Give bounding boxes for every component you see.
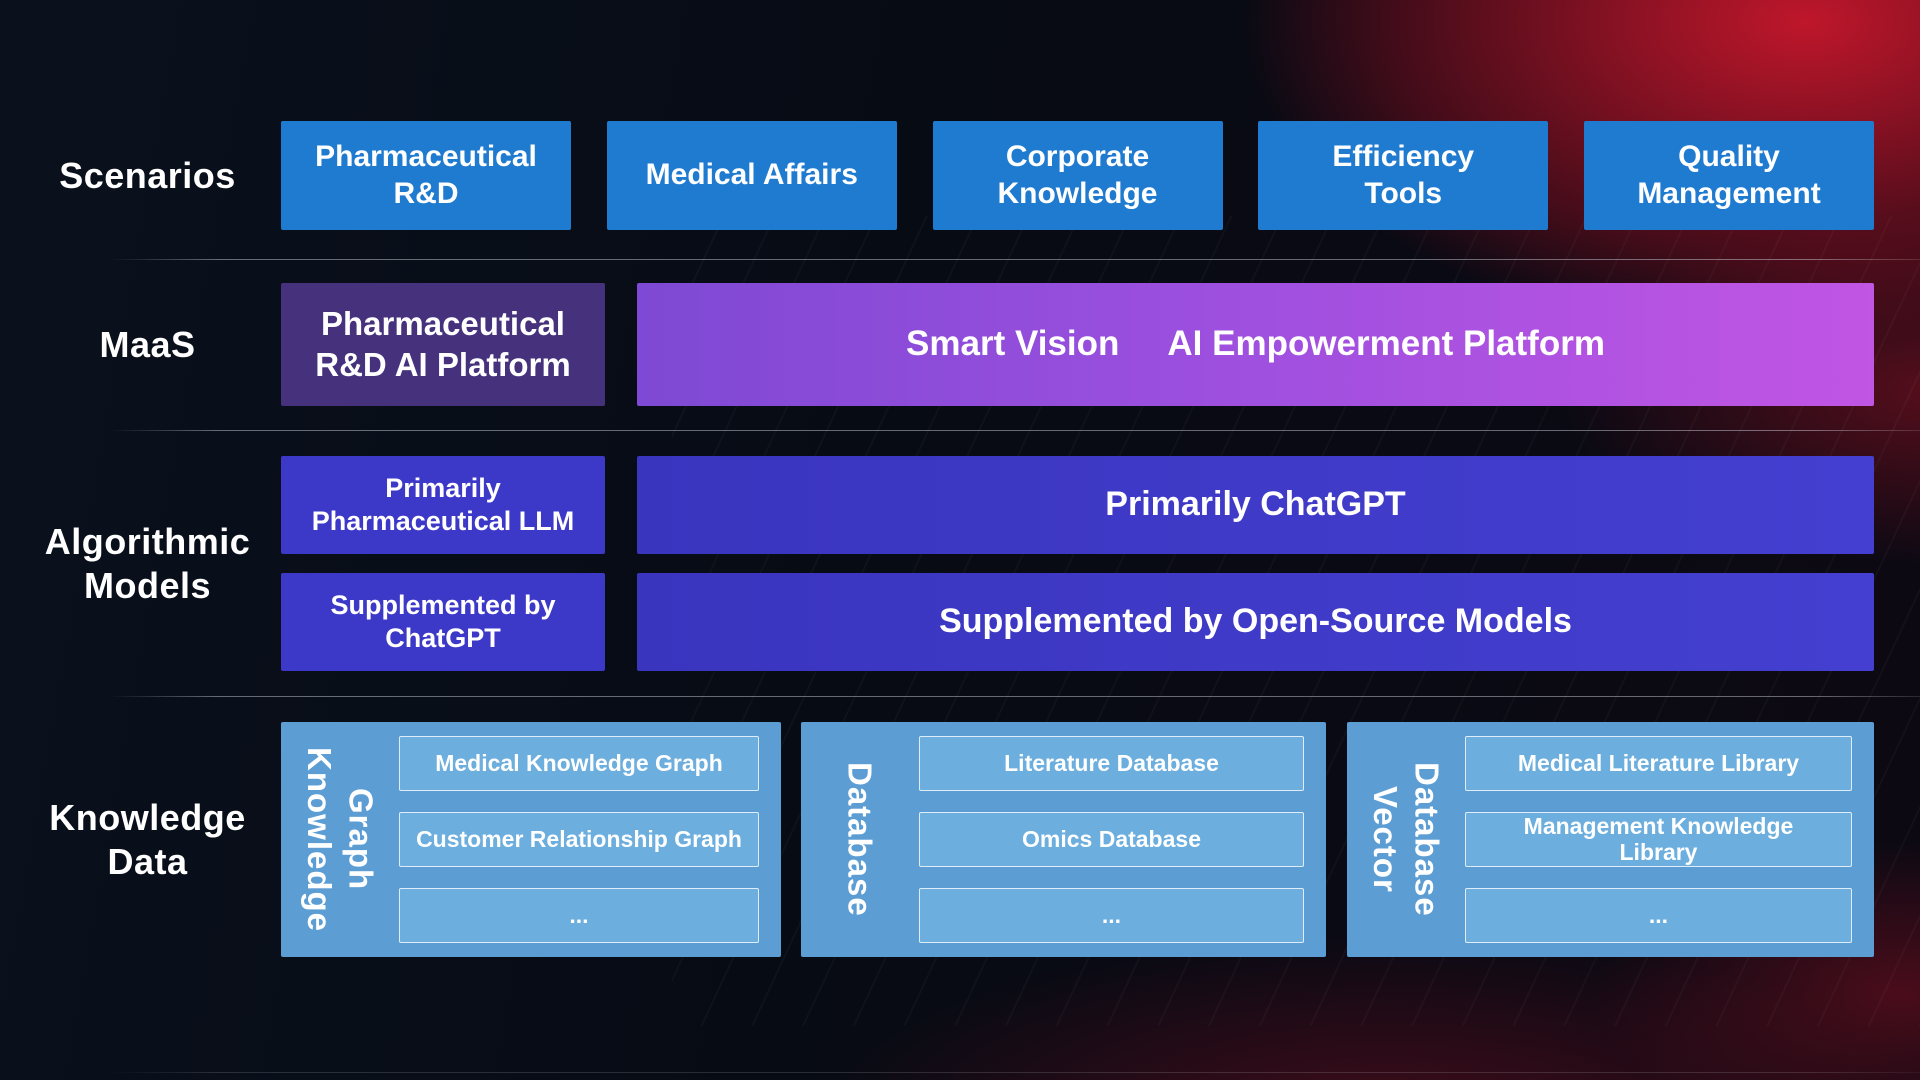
row-divider-maas [110, 430, 1920, 431]
vector-database-items: Medical Literature Library Management Kn… [1465, 722, 1874, 957]
primarily-pharma-llm-box: Primarily Pharmaceutical LLM [281, 456, 605, 554]
vector-database-more-item: ... [1465, 888, 1852, 943]
knowledge-graph-more-item: ... [399, 888, 759, 943]
medical-literature-library-item: Medical Literature Library [1465, 736, 1852, 791]
row-divider-models [110, 696, 1920, 697]
database-more-item: ... [919, 888, 1304, 943]
literature-database-item: Literature Database [919, 736, 1304, 791]
supplemented-chatgpt-box: Supplemented by ChatGPT [281, 573, 605, 671]
scenario-box-medical-affairs: Medical Affairs [606, 121, 897, 230]
ai-empowerment-platform-box: Smart Vision AI Empowerment Platform [637, 283, 1874, 406]
primarily-chatgpt-box: Primarily ChatGPT [637, 456, 1874, 554]
database-title: Database [841, 762, 879, 917]
platform-title-text: AI Empowerment Platform [1167, 324, 1605, 364]
maas-row-label: MaaS [99, 323, 196, 365]
supplemented-open-source-box: Supplemented by Open-Source Models [637, 573, 1874, 671]
customer-relationship-graph-item: Customer Relationship Graph [399, 812, 759, 867]
scenario-box-pharmaceutical-rd: Pharmaceutical R&D [281, 121, 571, 230]
knowledge-graph-title: Knowledge Graph [301, 746, 380, 932]
omics-database-item: Omics Database [919, 812, 1304, 867]
scenarios-row-label: Scenarios [59, 154, 236, 196]
knowledge-graph-items: Medical Knowledge Graph Customer Relatio… [399, 722, 781, 957]
scenarios-row: Pharmaceutical R&D Medical Affairs Corpo… [281, 121, 1874, 230]
knowledge-data-row-label: Knowledge Data [49, 797, 246, 882]
algorithmic-models-row-label: Algorithmic Models [44, 521, 251, 606]
platform-brand-text: Smart Vision [906, 324, 1120, 364]
vector-database-title: Vector Database [1367, 762, 1446, 917]
pharma-rd-ai-platform-box: Pharmaceutical R&D AI Platform [281, 283, 605, 406]
scenario-box-efficiency-tools: Efficiency Tools [1258, 121, 1549, 230]
management-knowledge-library-item: Management Knowledge Library [1465, 812, 1852, 867]
knowledge-graph-group: Knowledge Graph Medical Knowledge Graph … [281, 722, 781, 957]
database-items: Literature Database Omics Database ... [919, 722, 1326, 957]
database-group: Database Literature Database Omics Datab… [801, 722, 1326, 957]
scenario-box-quality-management: Quality Management [1584, 121, 1874, 230]
vector-database-group: Vector Database Medical Literature Libra… [1347, 722, 1874, 957]
medical-knowledge-graph-item: Medical Knowledge Graph [399, 736, 759, 791]
row-divider-bottom [110, 1072, 1920, 1073]
row-divider-scenarios [110, 259, 1920, 260]
scenario-box-corporate-knowledge: Corporate Knowledge [932, 121, 1223, 230]
